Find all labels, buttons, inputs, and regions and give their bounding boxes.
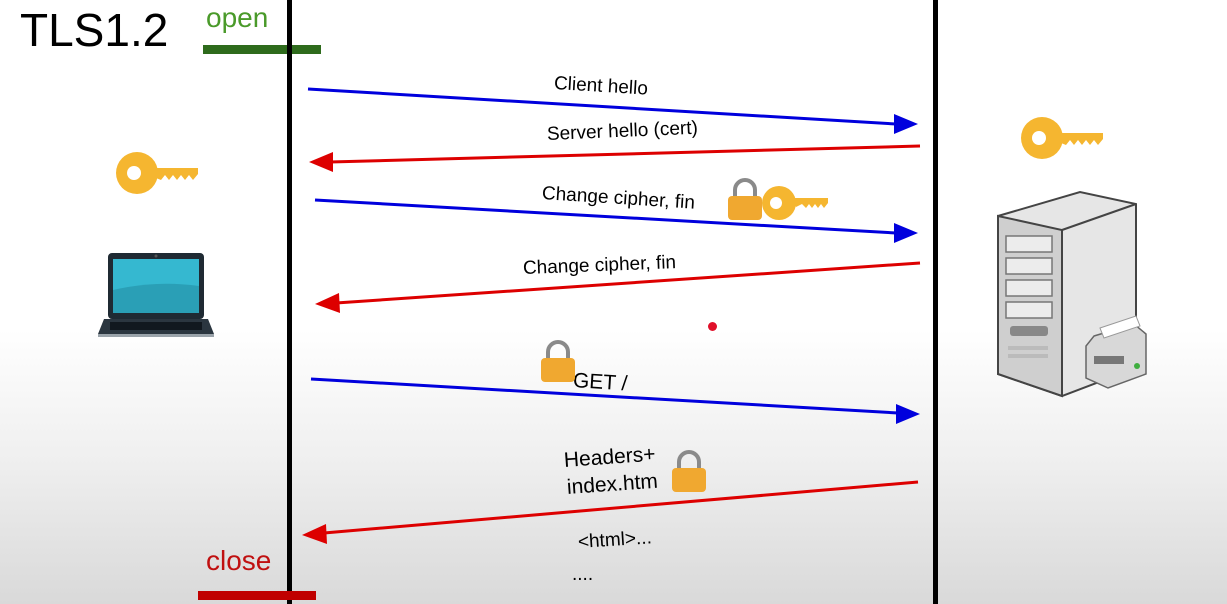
server-icon [997, 190, 1147, 398]
close-bar [198, 591, 316, 600]
arrow-client-change-cipher [314, 198, 918, 243]
laptop-icon [98, 253, 214, 337]
server-lifeline [933, 0, 938, 604]
diagram-title: TLS1.2 [20, 4, 169, 56]
client-lifeline [287, 0, 292, 604]
response-body-line2: .... [572, 564, 594, 585]
message-label-get: GET / [572, 369, 629, 396]
get-lock-icon [541, 340, 575, 382]
arrow-server-hello [309, 144, 921, 172]
client-key-icon [116, 152, 198, 194]
arrow-client-hello [307, 87, 918, 134]
arrow-response [302, 480, 919, 544]
open-label: open [206, 2, 269, 33]
response-body-line1: <html>... [577, 527, 653, 553]
arrow-server-change-cipher [315, 261, 921, 313]
response-lock-icon [672, 450, 706, 492]
lock-icon [728, 178, 762, 220]
open-bar [203, 45, 321, 54]
cipher-key-icon [762, 186, 828, 220]
server-key-icon [1021, 117, 1103, 159]
arrow-get-request [310, 377, 920, 424]
close-label: close [206, 545, 272, 576]
red-dot [708, 322, 717, 331]
